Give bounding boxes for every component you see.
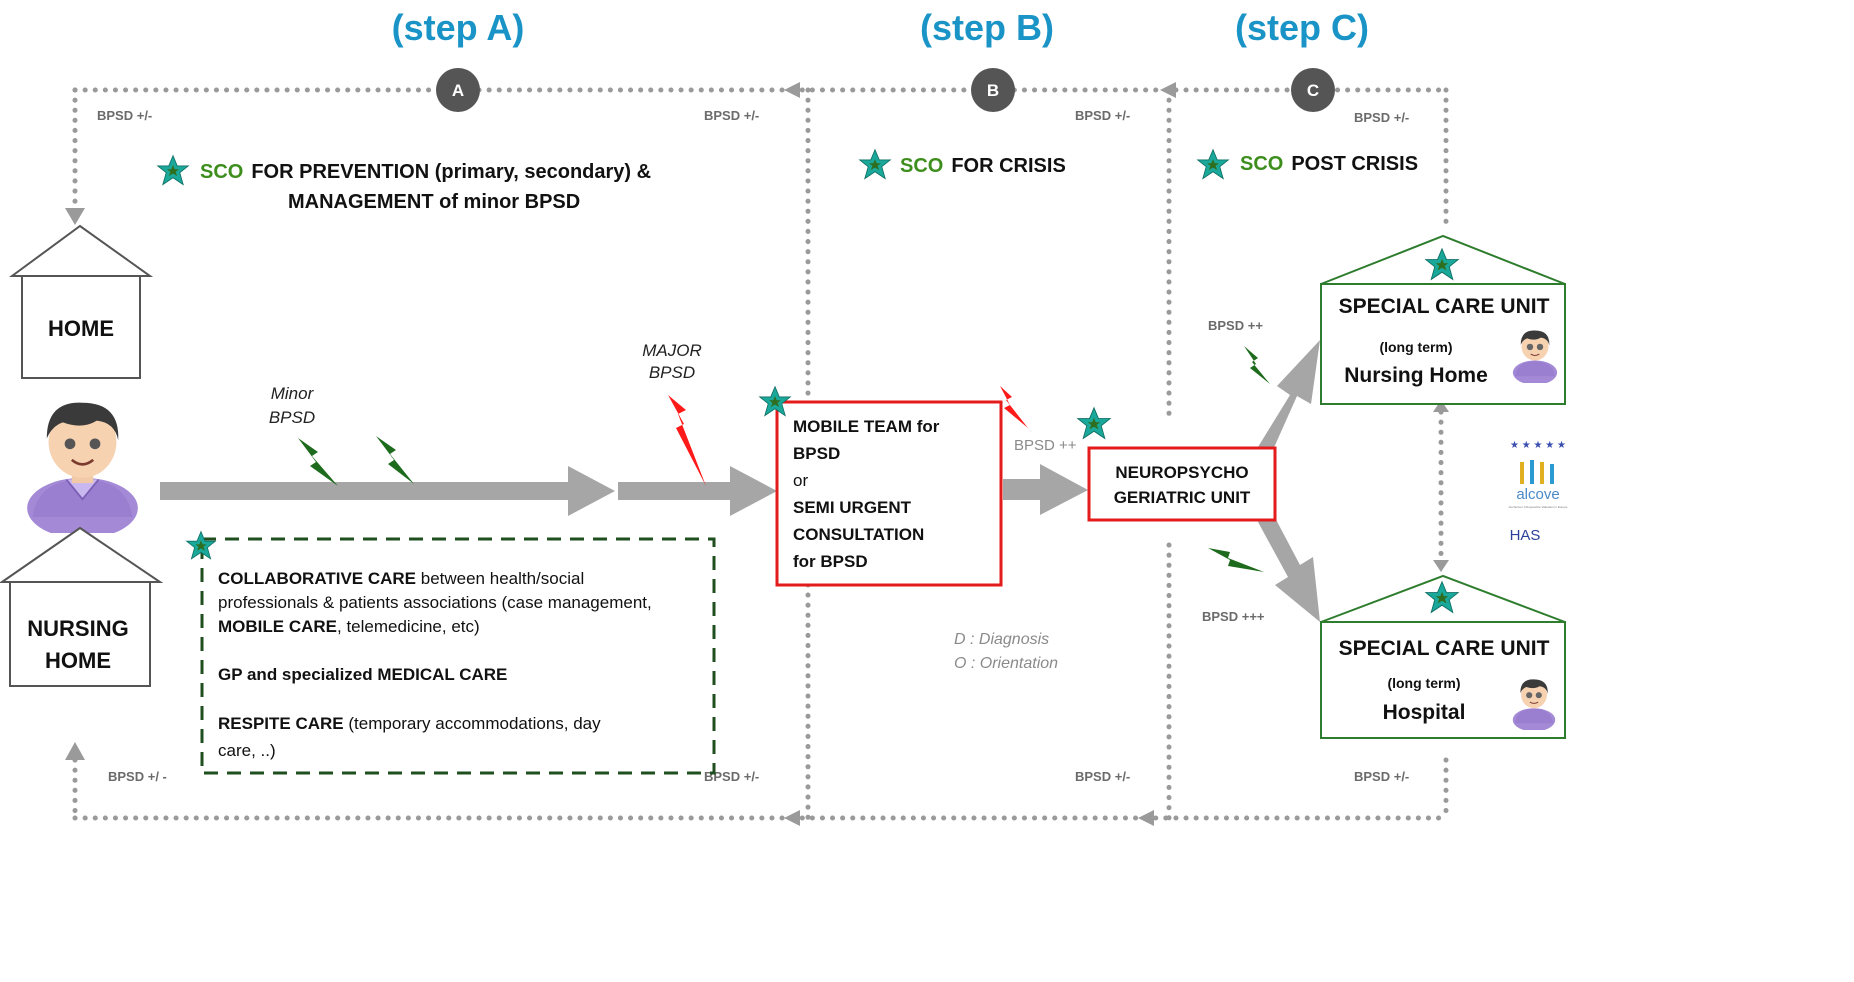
bpsd-bottom-b-right: BPSD +/- [1075, 769, 1130, 784]
green-bolt-icon [1244, 346, 1270, 384]
sco-prevention-line2: MANAGEMENT of minor BPSD [288, 191, 580, 213]
scu-nursing-name: Nursing Home [1344, 364, 1488, 387]
mobile-team-line3: or [793, 471, 808, 490]
patient-avatar [25, 401, 140, 533]
star-icon [157, 155, 189, 186]
bpsd-bottom-a-right: BPSD +/- [704, 769, 759, 784]
bpsd-top-c-right: BPSD +/- [1354, 110, 1409, 125]
bpsd-lower-branch: BPSD +++ [1202, 609, 1265, 624]
step-c-letter: C [1307, 81, 1319, 100]
scu-nursing-title: SPECIAL CARE UNIT [1339, 295, 1550, 318]
green-bolt-icon [376, 436, 414, 484]
alcove-logo: ★ ★ ★ ★ ★ alcove ALzheimer COoperative V… [1509, 440, 1568, 509]
care-collab-line2: professionals & patients associations (c… [218, 593, 652, 612]
nursing-home-label-line2: HOME [45, 648, 111, 673]
major-bpsd-label-1: MAJOR [642, 341, 702, 360]
step-a-circle [436, 68, 480, 112]
frame-arrowheads [65, 82, 1449, 826]
care-gp-line: GP and specialized MEDICAL CARE [218, 665, 507, 684]
green-bolt-icon [1208, 548, 1264, 572]
bpsd-into-neuro: BPSD ++ [1014, 437, 1077, 454]
care-mobile-line: MOBILE CARE, telemedicine, etc) [218, 617, 480, 636]
mobile-team-line6: for BPSD [793, 552, 868, 571]
alcove-wordmark: alcove [1516, 486, 1559, 503]
legend-diagnosis: D : Diagnosis [954, 631, 1049, 648]
step-c-circle [1291, 68, 1335, 112]
minor-bpsd-label-1: Minor [271, 384, 315, 403]
has-logo: HAS [1510, 527, 1541, 544]
green-bolt-icon [298, 438, 338, 486]
lightning-bolts [298, 346, 1270, 572]
star-icon [1077, 407, 1111, 439]
mobile-team-line1: MOBILE TEAM for [793, 417, 940, 436]
care-pathway-diagram: (step A) (step B) (step C) A B C BPSD +/… [0, 7, 1568, 826]
home-house: HOME [8, 224, 154, 379]
bpsd-bottom-c-right: BPSD +/- [1354, 769, 1409, 784]
star-icon [859, 149, 891, 180]
scu-hospital-sub: (long term) [1387, 675, 1460, 691]
scu-hospital-title: SPECIAL CARE UNIT [1339, 637, 1550, 660]
home-label: HOME [48, 316, 114, 341]
main-flow-arrows [160, 340, 1320, 622]
alcove-tagline: ALzheimer COoperative Valuation in Europ… [1509, 505, 1568, 509]
care-collab-line1: COLLABORATIVE CARE between health/social [218, 569, 584, 588]
diagram-stage: (step A) (step B) (step C) A B C BPSD +/… [0, 7, 1568, 826]
scu-hospital-name: Hospital [1383, 701, 1466, 724]
nursing-home-label-line1: NURSING [27, 616, 128, 641]
red-bolt-icon [1000, 386, 1028, 428]
care-respite-line1: RESPITE CARE (temporary accommodations, … [218, 714, 601, 733]
logo-stars: ★ ★ ★ ★ ★ [1510, 440, 1566, 451]
scu-nursing-home: SPECIAL CARE UNIT (long term) Nursing Ho… [1320, 234, 1566, 405]
step-b-circle [971, 68, 1015, 112]
red-bolt-icon [668, 395, 706, 486]
nursing-home-house: NURSING HOME [0, 526, 164, 687]
mobile-team-line2: BPSD [793, 444, 840, 463]
mobile-team-line4: SEMI URGENT [793, 498, 912, 517]
bpsd-top-a-right: BPSD +/- [704, 108, 759, 123]
step-b-heading: (step B) [920, 7, 1054, 48]
star-icon [1197, 149, 1229, 180]
minor-bpsd-label-2: BPSD [269, 408, 315, 427]
neuro-unit-box [1087, 446, 1277, 522]
step-b-letter: B [987, 81, 999, 100]
care-respite-line2: care, ..) [218, 741, 276, 760]
step-a-heading: (step A) [392, 7, 525, 48]
neuro-unit-line2: GERIATRIC UNIT [1114, 488, 1251, 507]
bpsd-bottom-left: BPSD +/ - [108, 769, 167, 784]
mobile-team-line5: CONSULTATION [793, 525, 924, 544]
legend-orientation: O : Orientation [954, 655, 1058, 672]
step-a-letter: A [452, 81, 464, 100]
mobile-team-box [775, 400, 1003, 587]
bpsd-upper-branch: BPSD ++ [1208, 318, 1263, 333]
scu-hospital: SPECIAL CARE UNIT (long term) Hospital [1320, 574, 1566, 739]
step-c-heading: (step C) [1235, 7, 1369, 48]
major-bpsd-label-2: BPSD [649, 363, 695, 382]
care-options-box [200, 537, 716, 775]
neuro-unit-line1: NEUROPSYCHO [1115, 463, 1248, 482]
scu-nursing-sub: (long term) [1379, 339, 1452, 355]
bpsd-top-left: BPSD +/- [97, 108, 152, 123]
bpsd-top-b-right: BPSD +/- [1075, 108, 1130, 123]
